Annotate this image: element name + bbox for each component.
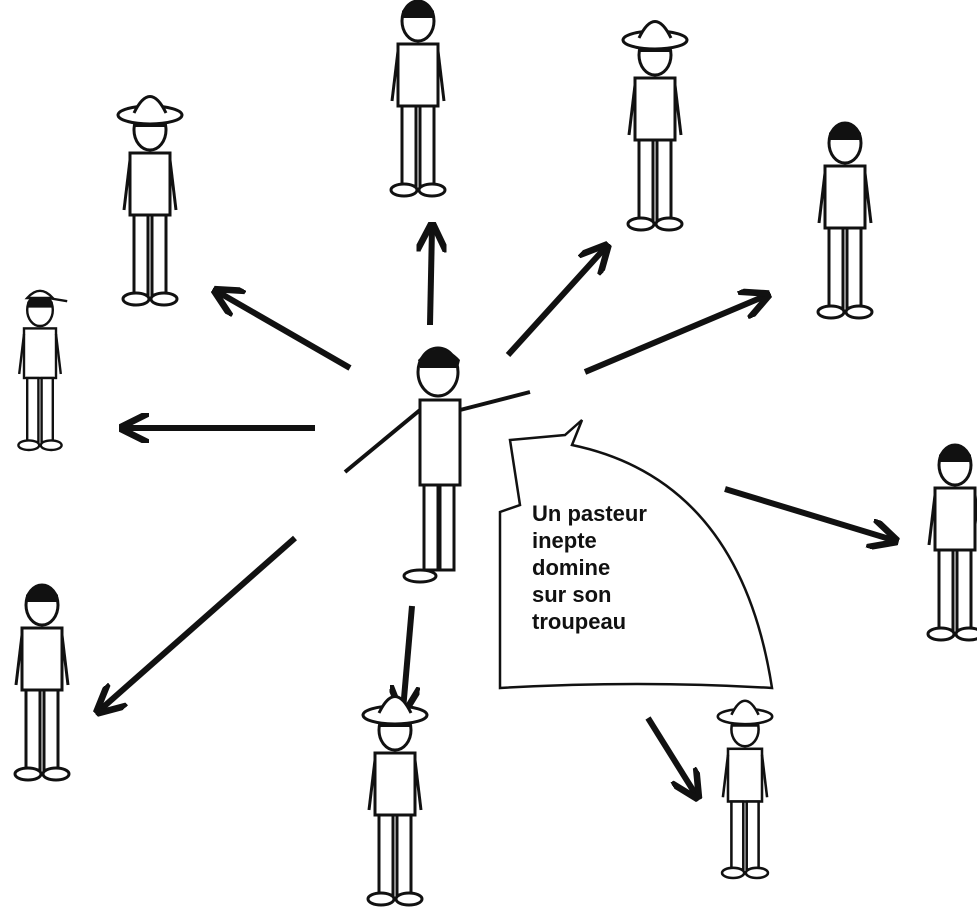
figure-right xyxy=(926,443,977,642)
figure-bottom-right xyxy=(716,699,774,880)
arrow-to-right xyxy=(724,486,893,540)
figure-top xyxy=(389,0,447,198)
figure-right-upper xyxy=(816,121,874,320)
figure-top-left xyxy=(116,95,184,307)
arrow-to-right-upper xyxy=(583,296,765,375)
caption-line: troupeau xyxy=(532,609,627,634)
arrow-to-top-left xyxy=(218,292,352,371)
arrow-to-bottom-right xyxy=(645,716,696,795)
caption-line: domine xyxy=(532,555,611,580)
arrow-to-bottom-left xyxy=(100,535,297,710)
arrow-to-bottom xyxy=(403,605,412,710)
arrow-to-top xyxy=(430,228,432,326)
figure-bottom-left xyxy=(13,583,71,782)
caption-line: inepte xyxy=(532,528,597,553)
arrow-to-top-right xyxy=(505,248,605,358)
speech-bubble-text: Un pasteur inepte domine sur son troupea… xyxy=(532,500,732,635)
speech-bubble xyxy=(498,419,774,690)
caption-line: sur son xyxy=(532,582,612,607)
figure-bottom xyxy=(361,695,429,907)
caption-line: Un pasteur xyxy=(532,501,647,526)
figure-top-right xyxy=(621,20,689,232)
figure-left xyxy=(17,289,69,452)
arrows xyxy=(100,228,893,795)
leader-figure xyxy=(343,346,531,584)
